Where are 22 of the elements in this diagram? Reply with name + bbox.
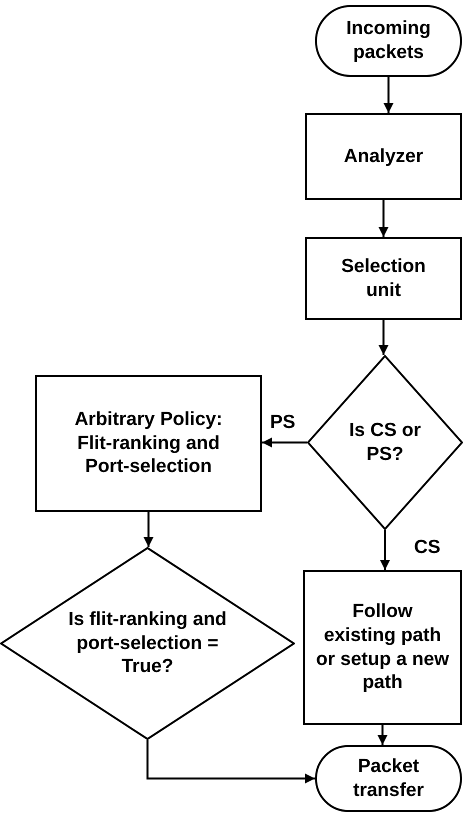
arrow: [384, 77, 394, 113]
arrow: [144, 512, 154, 547]
node-label: Analyzer: [342, 144, 424, 168]
node-label: Follow existing path or setup a new path: [315, 600, 450, 695]
arrow: [146, 740, 315, 784]
arrow: [378, 200, 388, 237]
node-label: Selection unit: [340, 254, 427, 302]
process-box: [305, 113, 462, 200]
arrow: [378, 320, 388, 355]
node-label: Packet transfer: [352, 754, 425, 802]
node-label: Is flit-ranking and port-selection = True?: [67, 608, 228, 680]
node-label: Is CS or PS?: [348, 418, 422, 466]
node-label: Arbitrary Policy: Flit-ranking and Port-selection: [74, 408, 224, 480]
arrow: [380, 530, 390, 570]
decision-diamond: [0, 547, 295, 740]
arrow: [378, 725, 388, 745]
node-label: Incoming packets: [345, 17, 432, 65]
process-box: [303, 570, 462, 725]
process-box: [305, 237, 462, 320]
decision-diamond: [307, 355, 463, 530]
arrow: [262, 438, 307, 448]
process-box: [35, 375, 262, 512]
